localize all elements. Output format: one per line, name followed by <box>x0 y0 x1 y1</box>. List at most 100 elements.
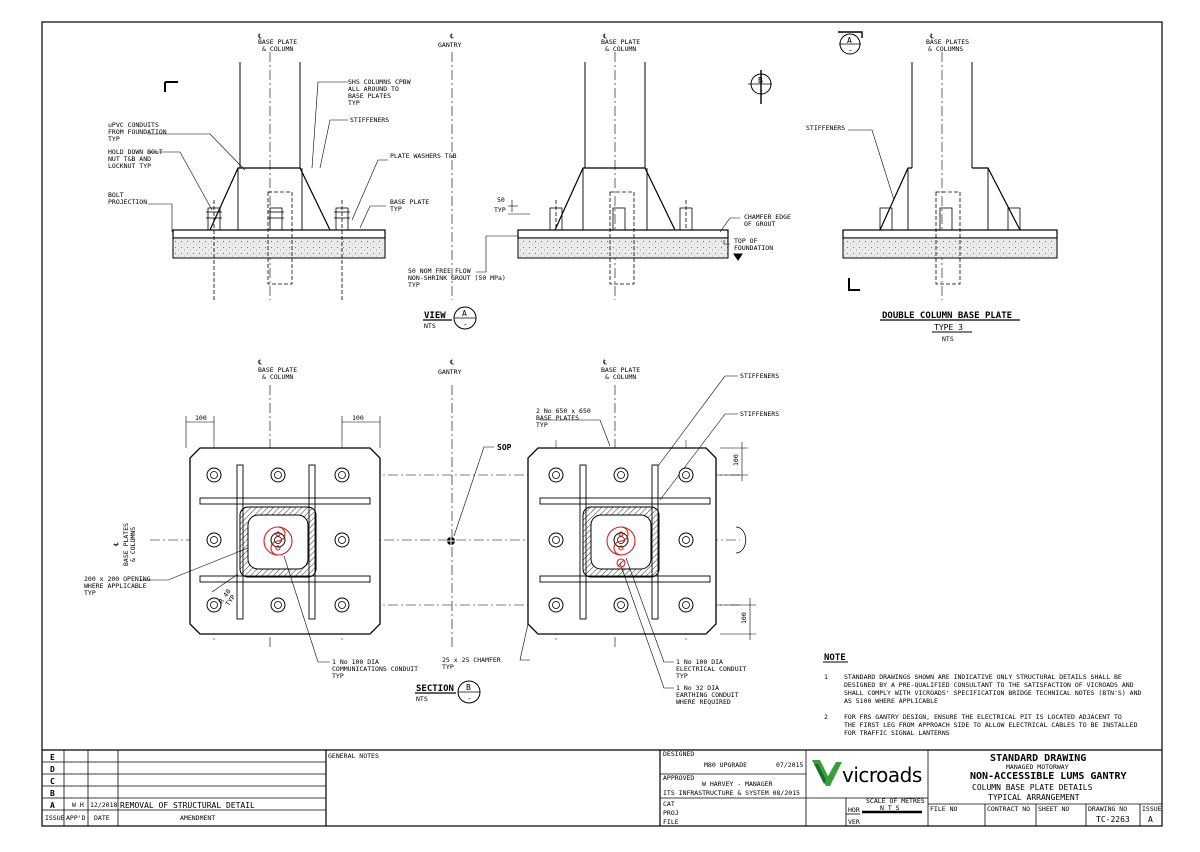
cat-label: CAT <box>663 800 675 808</box>
comms-conduit-2: COMMUNICATIONS CONDUIT <box>332 665 418 673</box>
bolt-nut <box>617 601 625 609</box>
general-notes: GENERAL NOTES <box>328 752 379 760</box>
top-foundation-2: FOUNDATION <box>734 244 773 252</box>
hdr-date: DATE <box>94 814 110 822</box>
plan-view-right-labels: ℄ BASE PLATE & COLUMN 2 No 650 x 650 BAS… <box>442 358 779 706</box>
shs-label-4: TYP <box>348 99 360 107</box>
section-marker-b-plan: B <box>466 683 471 692</box>
bolt-hole <box>678 597 694 613</box>
type3-label: TYPE 3 <box>934 323 963 332</box>
shs-label-1: SHS COLUMNS CPBW <box>348 78 411 86</box>
designed-value: M80 UPGRADE <box>704 761 747 769</box>
gantry-centerline-top: ℄ GANTRY <box>438 32 462 300</box>
hdr-issue: ISSUE <box>45 814 65 822</box>
title-line-1: NON-ACCESSIBLE LUMS GANTRY <box>970 771 1127 782</box>
note-2-line-2: THE FIRST LEG FROM APPROACH SIDE TO ALLO… <box>844 721 1138 729</box>
label-bp-cols-a: BASE PLATES <box>926 38 969 46</box>
elevation-view-a-labels: ℄ BASE PLATE & COLUMN SHS COLUMNS CPBW A… <box>108 32 457 213</box>
bolt-hole <box>548 467 564 483</box>
plan1-bp-col-b: & COLUMN <box>262 373 293 381</box>
chamfer-25-1: 25 x 25 CHAMFER <box>442 656 501 664</box>
bolt-hole <box>678 532 694 548</box>
plan2-bp-col-a: BASE PLATE <box>601 366 640 374</box>
label-bp-cols-b: & COLUMNS <box>928 45 963 53</box>
bolt-hole <box>334 597 350 613</box>
section-marker-b: B <box>758 76 763 85</box>
hdb-label-1: HOLD DOWN BOLT <box>108 148 163 156</box>
bolt-hole <box>334 467 350 483</box>
top-foundation-1: TOP OF <box>734 237 758 245</box>
gantry-label-plan: GANTRY <box>438 368 462 376</box>
bolt-nut <box>210 601 218 609</box>
svg-text:℄: ℄ <box>602 32 608 40</box>
plan-view-right-bolts <box>548 467 694 613</box>
shs-label-3: BASE PLATES <box>348 92 391 100</box>
vicroads-logo-mark <box>812 760 842 786</box>
issue-letter: A <box>50 801 55 810</box>
file-no-label: FILE NO <box>930 805 957 813</box>
grout-label-3: TYP <box>408 281 420 289</box>
section-marker-b-dash: - <box>759 86 764 95</box>
issue-letter: D <box>50 765 55 774</box>
grout-label-1: 50 NOM FREE FLOW <box>408 267 471 275</box>
bolt-nut <box>682 471 690 479</box>
view-a-tag: VIEW NTS A - <box>423 306 477 330</box>
two-bp-1: 2 No 650 x 650 <box>536 407 591 415</box>
elevation-view-b-labels: ℄ BASE PLATE & COLUMN 50 TYP CHAMFER EDG… <box>494 32 791 252</box>
issue-letter: C <box>50 777 55 786</box>
bolt-nut <box>274 601 282 609</box>
stiffeners-plan-1: STIFFENERS <box>740 372 779 380</box>
view-marker-a-top: A <box>847 36 852 45</box>
section-b-tag: SECTION NTS B - <box>415 680 481 704</box>
cl-symbol: ℄ <box>257 32 263 40</box>
bolt-hole <box>334 532 350 548</box>
title-block-text: W H 12/2018 REMOVAL OF STRUCTURAL DETAIL… <box>45 750 1162 826</box>
opening-label-3: TYP <box>84 589 96 597</box>
gantry-centerline-plan: ℄ GANTRY SOP <box>438 358 512 650</box>
opening-label-2: WHERE APPLICABLE <box>84 582 147 590</box>
earth-conduit-1: 1 No 32 DIA <box>676 684 719 692</box>
plan-view-right <box>519 375 756 689</box>
upvc-label-1: uPVC CONDUITS <box>108 121 159 129</box>
svg-text:℄: ℄ <box>449 32 455 40</box>
elevation-double-column <box>838 31 1058 300</box>
contract-no-label: CONTRACT NO <box>987 805 1030 813</box>
earth-conduit-3: WHERE REQUIRED <box>676 698 731 706</box>
bolt-hole <box>206 532 222 548</box>
vicroads-logo: vicroads <box>812 760 922 787</box>
gantry-label-top: GANTRY <box>438 41 462 49</box>
elec-conduit-3: TYP <box>676 672 688 680</box>
view-nts: NTS <box>424 322 436 330</box>
bolt-hole <box>613 597 629 613</box>
chamfer-25-2: TYP <box>442 663 454 671</box>
elec-conduit-1: 1 No 100 DIA <box>676 658 723 666</box>
scale-value: N T S <box>880 804 900 812</box>
dim-50: 50 <box>497 196 505 204</box>
designed-label: DESIGNED <box>663 750 694 758</box>
chamfer-edge-1: CHAMFER EDGE <box>744 213 791 221</box>
elec-conduit-2: ELECTRICAL CONDUIT <box>676 665 747 673</box>
plan2-dim-100-top: 100 <box>732 454 740 466</box>
vicroads-logo-text: vicroads <box>842 763 922 787</box>
issue-a-date: 12/2018 <box>90 801 117 809</box>
grout-label-2: NON-SHRINK GROUT (50 MPa) <box>408 274 506 282</box>
notes-block: NOTE 1 STANDARD DRAWINGS SHOWN ARE INDIC… <box>823 653 1141 737</box>
section-label: SECTION <box>416 684 454 694</box>
stiffeners-label-c: STIFFENERS <box>806 124 845 132</box>
bolt-nut <box>338 601 346 609</box>
note-2-line-1: FOR FRS GANTRY DESIGN, ENSURE THE ELECTR… <box>844 713 1122 721</box>
plan1-dim-100-right: 100 <box>352 414 364 422</box>
drawing-no-value: TC-2263 <box>1096 815 1130 824</box>
two-bp-3: TYP <box>536 421 548 429</box>
shs-label-2: ALL AROUND TO <box>348 85 399 93</box>
note-2-line-3: FOR TRAFFIC SIGNAL LANTERNS <box>844 729 950 737</box>
svg-text:℄: ℄ <box>449 358 455 366</box>
bolt-hole <box>613 467 629 483</box>
bolt-hole <box>678 467 694 483</box>
title-line-2: COLUMN BASE PLATE DETAILS <box>972 783 1093 792</box>
hdb-label-2: NUT T&B AND <box>108 155 151 163</box>
stiffeners-label-a: STIFFENERS <box>350 116 389 124</box>
